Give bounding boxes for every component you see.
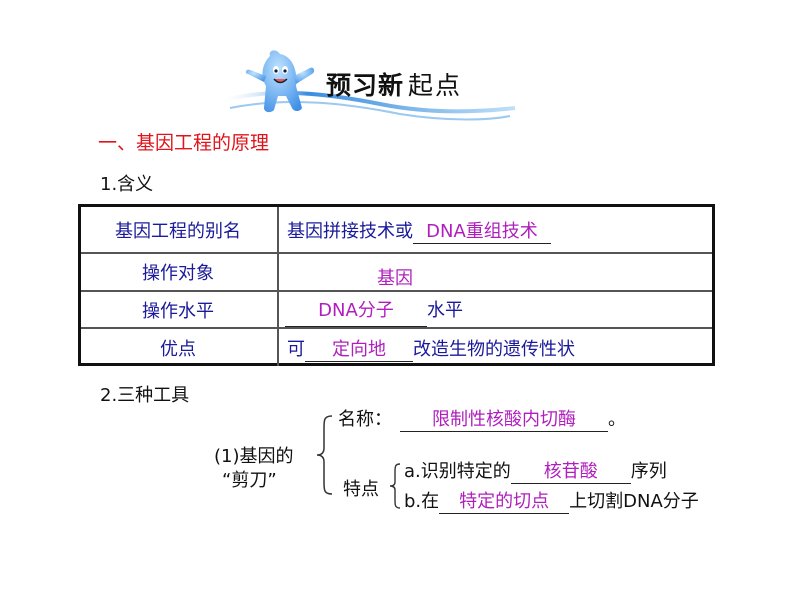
answer-blank: DNA分子 bbox=[285, 296, 427, 327]
answer-text: 基因 bbox=[377, 268, 413, 289]
table-row-value: 可定向地改造生物的遗传性状 bbox=[277, 329, 712, 366]
section-heading: 一、基因工程的原理 bbox=[98, 132, 270, 154]
row-prefix: 基因拼接技术或 bbox=[287, 221, 413, 242]
row-suffix: 改造生物的遗传性状 bbox=[413, 339, 575, 360]
feature-b-row: b.在特定的切点上切割DNA分子 bbox=[404, 487, 699, 514]
table-row-value: DNA分子水平 bbox=[277, 292, 712, 327]
table-row: 操作水平 DNA分子水平 bbox=[81, 290, 712, 327]
feature-a-suffix: 序列 bbox=[630, 461, 667, 482]
table-row-label: 优点 bbox=[160, 338, 196, 360]
tool1-name-row: 名称： 限制性核酸内切酶。 bbox=[338, 405, 626, 432]
feature-b-prefix: b.在 bbox=[404, 491, 440, 512]
feature-a-row: a.识别特定的核苷酸序列 bbox=[404, 457, 667, 484]
curly-brace-small-icon bbox=[389, 463, 401, 509]
answer-blank: 定向地 bbox=[305, 335, 413, 362]
table-row-label: 操作水平 bbox=[142, 300, 214, 322]
answer-blank: 核苷酸 bbox=[510, 457, 631, 484]
subheading-tools: 2.三种工具 bbox=[100, 385, 190, 406]
banner-title-part1: 预习新 bbox=[326, 71, 405, 100]
feature-b-suffix: 上切割DNA分子 bbox=[569, 491, 699, 512]
feature-label: 特点 bbox=[343, 479, 379, 500]
banner-title: 预习新起点 bbox=[326, 66, 462, 102]
table-row-label: 基因工程的别名 bbox=[115, 220, 241, 242]
banner-title-part2: 起点 bbox=[408, 71, 463, 100]
tool1-label-line1: (1)基因的 bbox=[214, 446, 294, 467]
answer-blank: 特定的切点 bbox=[439, 487, 570, 514]
feature-a-prefix: a.识别特定的 bbox=[404, 461, 511, 482]
water-drop-mascot-icon bbox=[217, 50, 516, 121]
subheading-definition: 1.含义 bbox=[100, 174, 154, 195]
table-row-value: 基因 bbox=[277, 254, 712, 290]
row-suffix: 水平 bbox=[427, 300, 463, 321]
name-label: 名称： bbox=[338, 409, 392, 430]
table-row: 操作对象 基因 bbox=[81, 252, 712, 290]
tool1-label-line2: “剪刀” bbox=[222, 470, 277, 491]
answer-blank: DNA重组技术 bbox=[413, 217, 551, 244]
curly-brace-icon bbox=[316, 415, 333, 495]
table-row-label: 操作对象 bbox=[142, 263, 214, 284]
answer-blank: 限制性核酸内切酶 bbox=[400, 405, 608, 432]
table-row: 优点 可定向地改造生物的遗传性状 bbox=[81, 327, 712, 366]
name-end: 。 bbox=[608, 409, 626, 430]
row-prefix: 可 bbox=[287, 339, 305, 360]
preview-banner: 预习新起点 bbox=[210, 46, 520, 131]
